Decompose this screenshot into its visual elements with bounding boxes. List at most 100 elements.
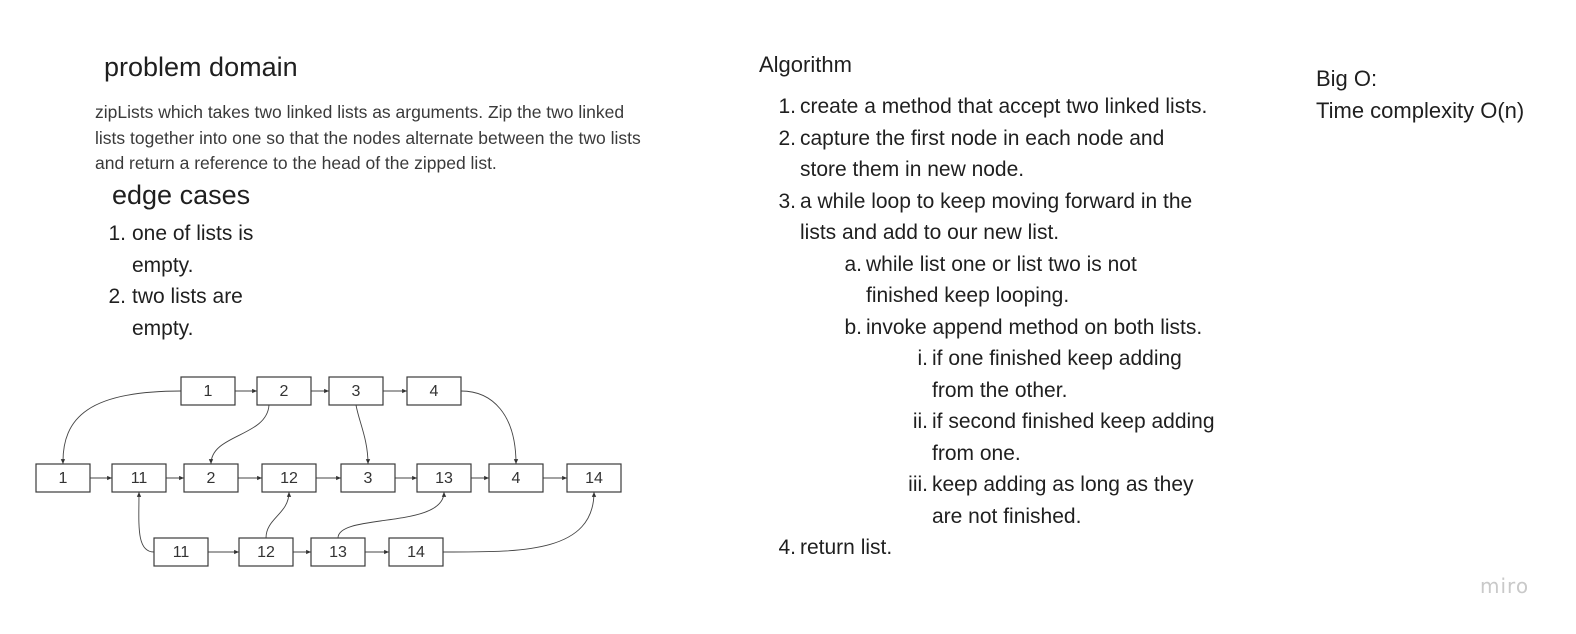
algorithm-text: if second finished keep adding bbox=[932, 410, 1215, 433]
edge-cases-list: 1. one of lists is empty. 2. two lists a… bbox=[108, 218, 352, 344]
top-row-node: 4 bbox=[406, 376, 462, 406]
node-box bbox=[180, 376, 236, 406]
algorithm-text: return list. bbox=[800, 536, 893, 559]
node-box bbox=[35, 463, 91, 493]
middle-row-node: 1 bbox=[35, 463, 91, 493]
top-row-node: 1 bbox=[180, 376, 236, 406]
edge-case-text: empty. bbox=[132, 316, 194, 340]
node-label: 4 bbox=[430, 383, 439, 400]
algorithm-line: iii. keep adding as long as they bbox=[908, 469, 1194, 501]
bottom-row-node: 13 bbox=[310, 537, 366, 567]
algorithm-line: store them in new node. bbox=[800, 154, 1024, 186]
node-box bbox=[183, 463, 239, 493]
edge-cases-title: edge cases bbox=[112, 180, 251, 210]
node-label: 14 bbox=[407, 544, 425, 561]
algorithm-line: i. if one finished keep adding bbox=[918, 343, 1182, 375]
algorithm-line: ii. if second finished keep adding bbox=[913, 406, 1215, 438]
node-label: 1 bbox=[204, 383, 213, 400]
node-box bbox=[310, 537, 366, 567]
node-box bbox=[488, 463, 544, 493]
algorithm-text: are not finished. bbox=[932, 504, 1082, 528]
merge-arrow bbox=[136, 491, 155, 553]
node-box bbox=[261, 463, 317, 493]
algorithm-line: 3. a while loop to keep moving forward i… bbox=[778, 186, 1193, 218]
edge-case-text: one of lists is bbox=[132, 222, 254, 245]
node-box bbox=[416, 463, 472, 493]
list-marker: 4. bbox=[778, 536, 796, 559]
middle-row-node: 2 bbox=[183, 463, 239, 493]
algorithm-text: invoke append method on both lists. bbox=[866, 315, 1203, 339]
node-label: 11 bbox=[173, 544, 190, 561]
miro-logo: miro bbox=[1480, 574, 1530, 598]
algorithm-line: 1. create a method that accept two linke… bbox=[778, 91, 1208, 123]
node-label: 3 bbox=[352, 383, 361, 400]
node-label: 3 bbox=[364, 470, 373, 487]
top-row-node: 2 bbox=[256, 376, 312, 406]
list-marker: 1. bbox=[778, 95, 796, 118]
middle-row-node: 12 bbox=[261, 463, 317, 493]
problem-domain-line: zipLists which takes two linked lists as… bbox=[95, 102, 625, 122]
node-box bbox=[256, 376, 312, 406]
algorithm-text: a while loop to keep moving forward in t… bbox=[800, 189, 1193, 213]
node-box bbox=[328, 376, 384, 406]
algorithm-text: create a method that accept two linked l… bbox=[800, 95, 1208, 118]
algorithm-text: from the other. bbox=[932, 378, 1068, 402]
edge-case-text: two lists are bbox=[132, 285, 243, 308]
problem-domain-title: problem domain bbox=[104, 52, 298, 82]
algorithm-line: are not finished. bbox=[932, 501, 1081, 533]
middle-row-node: 11 bbox=[111, 463, 167, 493]
edge-case-text: empty. bbox=[132, 253, 194, 277]
merge-arrow bbox=[337, 491, 447, 539]
list-marker: b. bbox=[844, 315, 862, 339]
algorithm-line: from the other. bbox=[932, 375, 1067, 407]
connector-lines bbox=[60, 388, 597, 555]
bottom-row-node: 14 bbox=[388, 537, 444, 567]
node-label: 12 bbox=[280, 470, 298, 487]
algorithm-text: capture the first node in each node and bbox=[800, 126, 1165, 150]
node-label: 4 bbox=[512, 470, 521, 487]
node-box bbox=[111, 463, 167, 493]
algorithm-text: keep adding as long as they bbox=[932, 473, 1194, 496]
problem-domain-description: zipLists which takes two linked lists as… bbox=[95, 100, 735, 177]
list-marker: 1. bbox=[108, 222, 126, 245]
algorithm-line: 2. capture the first node in each node a… bbox=[778, 123, 1165, 155]
node-box bbox=[388, 537, 444, 567]
list-marker: i. bbox=[917, 347, 929, 370]
algorithm-line: lists and add to our new list. bbox=[800, 217, 1059, 249]
middle-row-node: 14 bbox=[566, 463, 622, 493]
bottom-row-node: 12 bbox=[238, 537, 294, 567]
middle-row-node: 13 bbox=[416, 463, 472, 493]
merge-arrow bbox=[208, 404, 270, 465]
problem-domain-line: and return a reference to the head of th… bbox=[95, 153, 497, 173]
algorithm-text: if one finished keep adding bbox=[932, 347, 1182, 370]
list-marker: iii. bbox=[908, 473, 928, 496]
list-marker: 2. bbox=[108, 285, 126, 308]
edge-case-item: 2. two lists are empty. bbox=[108, 281, 352, 344]
bottom-row-node: 11 bbox=[153, 537, 209, 567]
algorithm-text: while list one or list two is not bbox=[866, 252, 1137, 276]
big-o-title: Big O: bbox=[1316, 66, 1378, 91]
merge-arrow bbox=[442, 491, 597, 553]
node-box bbox=[406, 376, 462, 406]
list-marker: 3. bbox=[778, 189, 796, 213]
middle-row-node: 3 bbox=[340, 463, 396, 493]
top-row-node: 3 bbox=[328, 376, 384, 406]
algorithm-text: store them in new node. bbox=[800, 158, 1025, 181]
algorithm-line: finished keep looping. bbox=[866, 280, 1069, 312]
merge-arrow bbox=[265, 491, 292, 539]
node-label: 13 bbox=[435, 470, 453, 487]
node-box bbox=[340, 463, 396, 493]
node-label: 11 bbox=[131, 470, 148, 487]
algorithm-line: 4. return list. bbox=[778, 532, 893, 564]
node-label: 1 bbox=[59, 470, 68, 487]
node-box bbox=[238, 537, 294, 567]
merge-arrow bbox=[355, 404, 371, 465]
merge-arrow bbox=[60, 390, 182, 465]
list-marker: 2. bbox=[778, 126, 796, 150]
list-marker: ii. bbox=[912, 410, 928, 433]
algorithm-line: a. while list one or list two is not bbox=[844, 249, 1137, 281]
problem-domain-line: lists together into one so that the node… bbox=[95, 127, 641, 148]
time-complexity: Time complexity O(n) bbox=[1316, 98, 1525, 123]
